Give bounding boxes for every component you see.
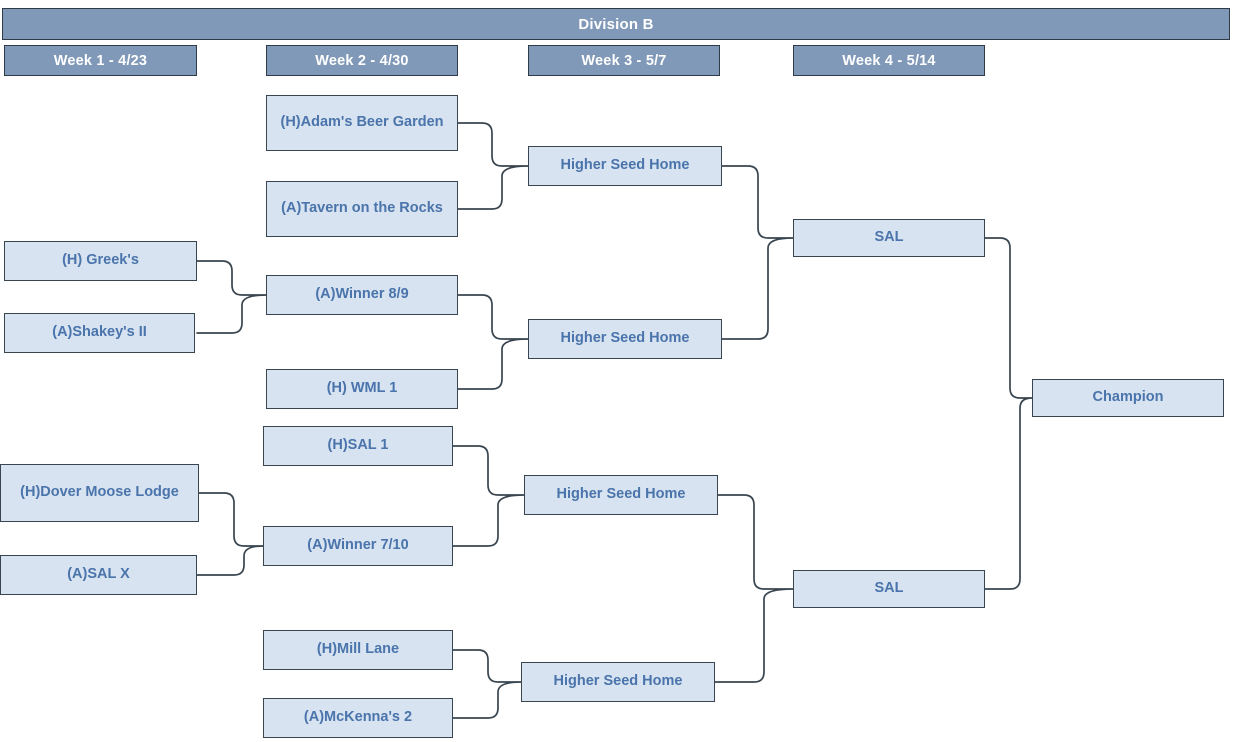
division-title-label: Division B <box>578 15 654 33</box>
slot-w1-greeks[interactable]: (H) Greek's <box>4 241 197 281</box>
slot-w1-sal-x[interactable]: (A)SAL X <box>0 555 197 595</box>
slot-label: SAL <box>874 580 904 597</box>
slot-w2-adams-beer[interactable]: (H)Adam's Beer Garden <box>266 95 458 151</box>
week-header-3: Week 3 - 5/7 <box>528 45 720 76</box>
week-header-2: Week 2 - 4/30 <box>266 45 458 76</box>
week-header-label: Week 1 - 4/23 <box>53 52 148 69</box>
slot-label: (H) WML 1 <box>326 380 398 397</box>
slot-w2-mckennas-2[interactable]: (A)McKenna's 2 <box>263 698 453 738</box>
division-title-bar: Division B <box>2 8 1230 40</box>
slot-label: (H)Adam's Beer Garden <box>280 114 444 131</box>
c-w4-to-champion <box>984 237 1033 590</box>
week-header-4: Week 4 - 5/14 <box>793 45 985 76</box>
slot-label: (A)SAL X <box>67 566 130 583</box>
week-header-label: Week 4 - 5/14 <box>842 52 936 69</box>
slot-label: (H)Dover Moose Lodge <box>20 484 179 501</box>
week-header-label: Week 2 - 4/30 <box>315 52 409 69</box>
c-w2-winner89-wml1-to-w3top2 <box>457 294 529 390</box>
week-header-label: Week 3 - 5/7 <box>581 52 667 69</box>
slot-label: SAL <box>874 229 904 246</box>
slot-w2-wml-1[interactable]: (H) WML 1 <box>266 369 458 409</box>
slot-label: (A)Winner 8/9 <box>315 286 409 303</box>
c-w3top-to-w4top <box>721 165 794 340</box>
slot-w2-winner-89[interactable]: (A)Winner 8/9 <box>266 275 458 315</box>
slot-label: Champion <box>1092 389 1164 406</box>
slot-label: (A)Shakey's II <box>52 324 147 341</box>
slot-label: Higher Seed Home <box>556 486 686 503</box>
slot-w4-top[interactable]: SAL <box>793 219 985 257</box>
slot-label: (A)McKenna's 2 <box>303 709 413 726</box>
slot-w3-bottom-2[interactable]: Higher Seed Home <box>521 662 715 702</box>
slot-label: (H)Mill Lane <box>316 641 400 658</box>
slot-label: Higher Seed Home <box>560 330 690 347</box>
c-w3bot-to-w4bottom <box>714 494 794 683</box>
slot-champion[interactable]: Champion <box>1032 379 1224 417</box>
slot-label: (A)Tavern on the Rocks <box>281 200 443 217</box>
c-w1-greeks-shakeys-to-winner89 <box>196 260 267 334</box>
slot-w1-shakeys[interactable]: (A)Shakey's II <box>4 313 195 353</box>
slot-label: (H)SAL 1 <box>327 437 389 454</box>
week-header-1: Week 1 - 4/23 <box>4 45 197 76</box>
c-w1-dover-salx-to-winner710 <box>196 492 264 576</box>
slot-w3-top-2[interactable]: Higher Seed Home <box>528 319 722 359</box>
slot-w2-sal-1[interactable]: (H)SAL 1 <box>263 426 453 466</box>
c-w2-mill-mckenna-to-w3bot2 <box>452 649 522 719</box>
c-w2-adams-tavern-to-w3top1 <box>457 122 529 210</box>
slot-w2-winner-710[interactable]: (A)Winner 7/10 <box>263 526 453 566</box>
slot-w4-bottom[interactable]: SAL <box>793 570 985 608</box>
slot-w3-bottom-1[interactable]: Higher Seed Home <box>524 475 718 515</box>
c-w2-sal1-winner710-to-w3bot1 <box>452 445 525 547</box>
slot-w3-top-1[interactable]: Higher Seed Home <box>528 146 722 186</box>
slot-w1-dover-moose[interactable]: (H)Dover Moose Lodge <box>0 464 199 522</box>
slot-w2-mill-lane[interactable]: (H)Mill Lane <box>263 630 453 670</box>
slot-label: Higher Seed Home <box>560 157 690 174</box>
slot-w2-tavern[interactable]: (A)Tavern on the Rocks <box>266 181 458 237</box>
slot-label: (H) Greek's <box>62 252 139 269</box>
slot-label: Higher Seed Home <box>553 673 683 690</box>
slot-label: (A)Winner 7/10 <box>307 537 409 554</box>
